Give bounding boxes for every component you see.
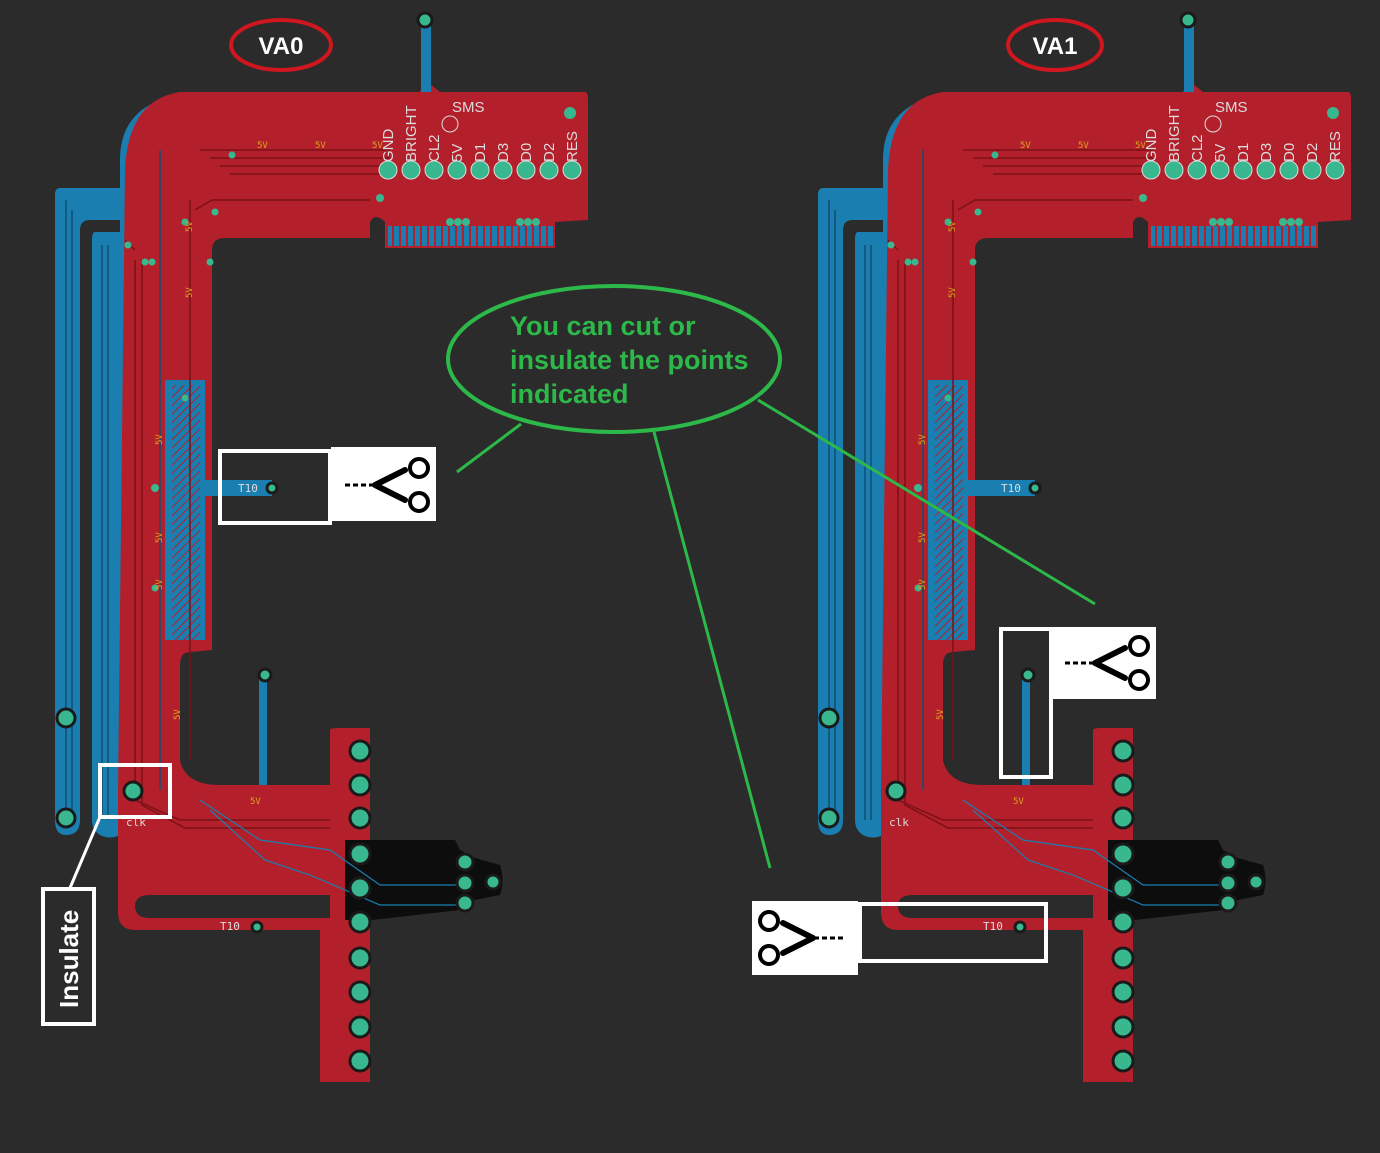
5v-label: 5V <box>918 434 928 445</box>
callout-pointers <box>456 398 1096 869</box>
pin-label: D2 <box>541 143 558 162</box>
pin-label: 5V <box>1212 144 1229 162</box>
pin-label: 5V <box>449 144 466 162</box>
va1-pin-labels: SMS GND BRIGHT CL2 5V D1 D3 D0 D2 RES <box>1143 99 1344 162</box>
insulate-label-box <box>41 887 96 1026</box>
5v-label: 5V <box>1020 141 1031 151</box>
5v-label: 5V <box>155 434 165 445</box>
t10-label: T10 <box>238 482 258 495</box>
5v-label: 5V <box>155 579 165 590</box>
pin-label: D1 <box>472 143 489 162</box>
pin-label: D0 <box>518 143 535 162</box>
sms-label: SMS <box>1215 99 1248 116</box>
va0-title-ring <box>229 18 333 72</box>
clk-label: clk <box>889 816 909 829</box>
cut-highlight-va1-clk <box>999 627 1053 779</box>
5v-label: 5V <box>918 532 928 543</box>
sms-label: SMS <box>452 99 485 116</box>
pin-label: CL2 <box>1189 134 1206 162</box>
5v-label: 5V <box>257 141 268 151</box>
t10-label: T10 <box>983 920 1003 933</box>
5v-label: 5V <box>185 287 195 298</box>
5v-label: 5V <box>1078 141 1089 151</box>
pin-label: RES <box>564 131 581 162</box>
5v-label: 5V <box>372 141 383 151</box>
pcb-board-va0 <box>53 11 590 1084</box>
pin-label: D3 <box>1258 143 1275 162</box>
pin-label: RES <box>1327 131 1344 162</box>
va0-title: VA0 <box>259 33 304 60</box>
clk-label: clk <box>126 816 146 829</box>
callout-line-3: indicated <box>510 379 629 409</box>
pin-label: CL2 <box>426 134 443 162</box>
pin-label: D2 <box>1304 143 1321 162</box>
5v-label: 5V <box>948 287 958 298</box>
pin-label: D3 <box>495 143 512 162</box>
5v-label: 5V <box>250 797 261 807</box>
5v-label: 5V <box>936 709 946 720</box>
cut-highlight-va1-t10 <box>858 902 1048 963</box>
5v-label: 5V <box>315 141 326 151</box>
pin-label: GND <box>380 129 397 163</box>
va0-pin-labels: SMS GND BRIGHT CL2 5V D1 D3 D0 D2 RES <box>380 99 581 162</box>
pcb-board-va1 <box>816 11 1353 1084</box>
t10-label: T10 <box>1001 482 1021 495</box>
5v-label: 5V <box>1135 141 1146 151</box>
5v-label: 5V <box>155 532 165 543</box>
pin-label: GND <box>1143 129 1160 163</box>
5v-label: 5V <box>185 221 195 232</box>
5v-label: 5V <box>918 579 928 590</box>
pin-label: D1 <box>1235 143 1252 162</box>
scissors-icon <box>758 910 843 966</box>
callout-ellipse <box>446 284 782 434</box>
callout-line-2: insulate the points <box>510 345 749 375</box>
cut-highlight-va0-t10 <box>218 449 332 525</box>
scissors-icon <box>345 457 430 513</box>
5v-label: 5V <box>1013 797 1024 807</box>
va1-title-ring <box>1006 18 1104 72</box>
insulate-highlight-va0 <box>98 763 172 819</box>
callout-text: You can cut or insulate the points indic… <box>510 311 749 409</box>
5v-label: 5V <box>173 709 183 720</box>
5v-label: 5V <box>948 221 958 232</box>
pin-label: BRIGHT <box>403 105 420 162</box>
scissors-icon <box>1065 635 1150 691</box>
callout-line-1: You can cut or <box>510 311 696 341</box>
va1-title: VA1 <box>1033 33 1078 60</box>
t10-label: T10 <box>220 920 240 933</box>
insulate-label: Insulate <box>54 910 84 1008</box>
pin-label: D0 <box>1281 143 1298 162</box>
pin-label: BRIGHT <box>1166 105 1183 162</box>
